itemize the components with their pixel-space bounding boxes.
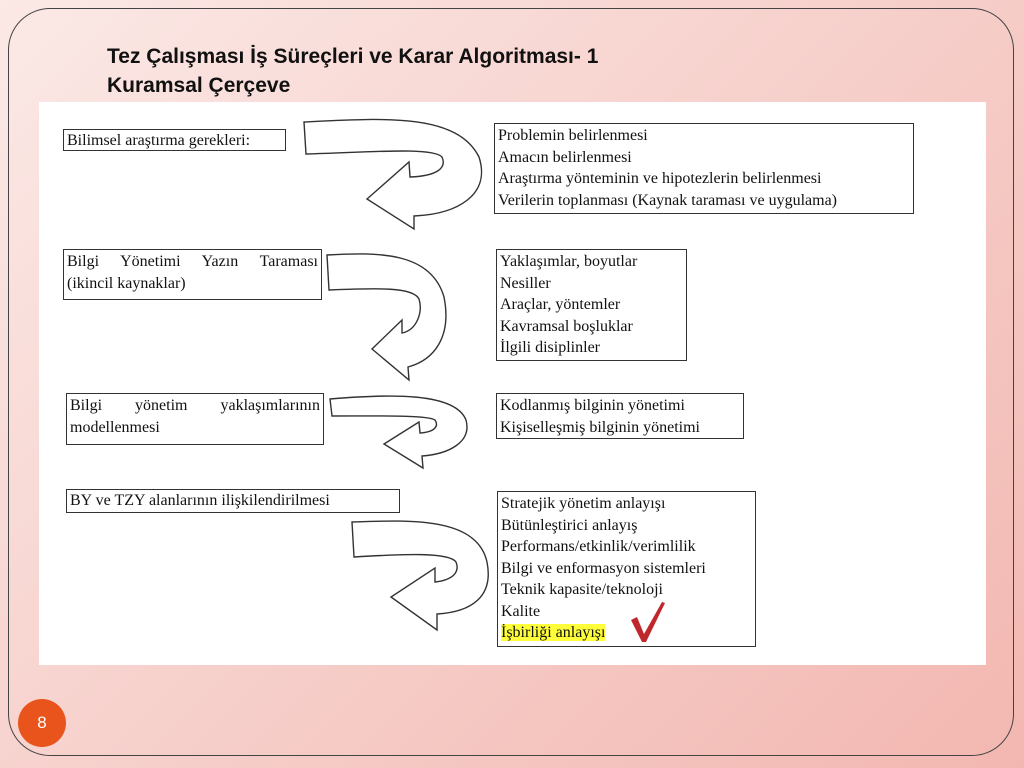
slide-title: Tez Çalışması İş Süreçleri ve Karar Algo…: [107, 42, 598, 100]
list-item: Kodlanmış bilginin yönetimi: [500, 397, 685, 414]
curved-arrow-2: [326, 253, 447, 382]
right-box-research-steps: Problemin belirlenmesi Amacın belirlenme…: [494, 123, 914, 214]
list-item: Araçlar, yöntemler: [500, 296, 621, 313]
list-item: Yaklaşımlar, boyutlar: [500, 253, 638, 270]
right-box-knowledge-management: Kodlanmış bilginin yönetimi Kişiselleşmi…: [496, 393, 744, 439]
left-box-research-requirements: Bilimsel araştırma gerekleri:: [63, 129, 286, 151]
highlighted-list-item: İşbirliği anlayışı: [501, 624, 606, 641]
slide-frame: [8, 8, 1014, 756]
checkmark-icon: [631, 602, 665, 642]
list-item: Bütünleştirici anlayış: [501, 516, 638, 534]
left-box-approach-modelling: Bilgi yönetim yaklaşımlarının modellenme…: [66, 393, 324, 445]
list-item: Kişiselleşmiş bilginin yönetimi: [500, 418, 700, 436]
list-item: İlgili disiplinler: [500, 339, 600, 356]
list-item: Bilgi ve enformasyon sistemleri: [501, 559, 706, 577]
left-box-line: modellenmesi: [70, 418, 160, 436]
right-box-strategic-factors: Stratejik yönetim anlayışı Bütünleştiric…: [497, 491, 756, 647]
list-item: Problemin belirlenmesi: [498, 127, 648, 144]
list-item: Nesiller: [500, 274, 551, 292]
curved-arrow-1-shape: [303, 118, 483, 231]
left-box-line: (ikincil kaynaklar): [67, 274, 186, 292]
left-box-line: Bilgi yönetim yaklaşımlarının: [70, 397, 320, 414]
slide-title-line-1: Tez Çalışması İş Süreçleri ve Karar Algo…: [107, 45, 599, 68]
left-box-line: BY ve TZY alanlarının ilişkilendirilmesi: [70, 492, 330, 509]
list-item: Amacın belirlenmesi: [498, 148, 632, 166]
list-item: Performans/etkinlik/verimlilik: [501, 538, 696, 555]
curved-arrow-4: [351, 520, 489, 632]
left-box-literature-review: Bilgi Yönetimi Yazın Taraması (ikincil k…: [63, 249, 322, 300]
checkmark-icon-shape: [631, 602, 665, 642]
curved-arrow-4-shape: [351, 520, 489, 632]
slide-title-line-2: Kuramsal Çerçeve: [107, 74, 291, 97]
left-box-area-linking: BY ve TZY alanlarının ilişkilendirilmesi: [66, 489, 400, 513]
curved-arrow-2-shape: [326, 253, 447, 382]
list-item: Teknik kapasite/teknoloji: [501, 581, 663, 598]
diagram-panel: Bilimsel araştırma gerekleri: Problemin …: [39, 102, 986, 665]
list-item: Araştırma yönteminin ve hipotezlerin bel…: [498, 170, 822, 187]
left-box-line: Bilimsel araştırma gerekleri:: [67, 132, 251, 149]
curved-arrow-3: [329, 395, 468, 470]
list-item: Stratejik yönetim anlayışı: [501, 495, 666, 512]
curved-arrow-3-shape: [329, 395, 468, 470]
right-box-literature-topics: Yaklaşımlar, boyutlar Nesiller Araçlar, …: [496, 249, 687, 361]
list-item: Kavramsal boşluklar: [500, 317, 633, 335]
list-item: Verilerin toplanması (Kaynak taraması ve…: [498, 191, 837, 209]
left-box-line: Bilgi Yönetimi Yazın Taraması: [67, 253, 318, 270]
curved-arrow-1: [303, 118, 483, 231]
page-number-badge: 8: [18, 699, 66, 747]
list-item: Kalite: [501, 602, 541, 620]
